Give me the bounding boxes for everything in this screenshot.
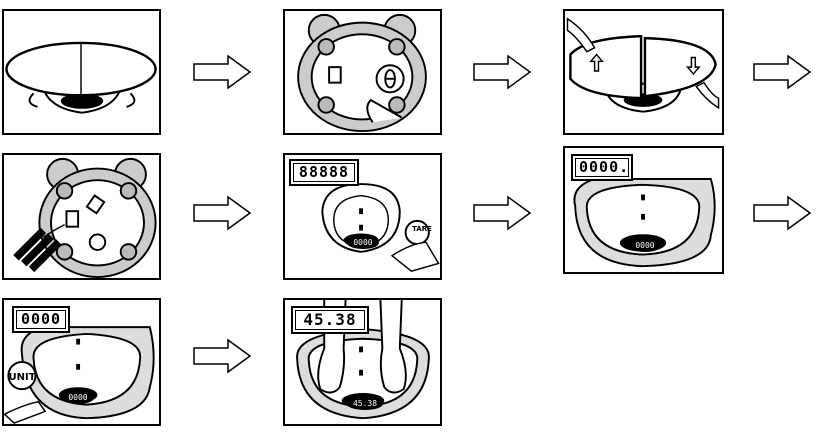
insert-batteries-illustration bbox=[13, 157, 157, 278]
scale-with-film-illustration bbox=[5, 41, 157, 114]
lcd-value: 45.38 bbox=[295, 310, 365, 330]
lcd-value: 88888 bbox=[293, 163, 355, 182]
step-3-panel bbox=[563, 9, 724, 135]
mini-lcd: 0000 bbox=[629, 240, 661, 252]
step-4-panel bbox=[2, 153, 161, 280]
arrow-icon bbox=[193, 338, 252, 374]
arrow-icon bbox=[753, 54, 812, 90]
step-1-panel bbox=[2, 9, 161, 135]
unit-button-label[interactable]: UNIT bbox=[8, 372, 36, 383]
mini-lcd: 45.38 bbox=[347, 398, 383, 410]
mini-lcd: 0000 bbox=[347, 237, 379, 249]
arrow-icon bbox=[193, 54, 252, 90]
arrow-icon bbox=[193, 195, 252, 231]
step-2-panel bbox=[283, 9, 442, 135]
lcd-display: 88888 bbox=[289, 159, 359, 186]
mini-lcd: 0000 bbox=[62, 392, 94, 404]
scale-bottom-open-compartment-illustration bbox=[297, 13, 427, 133]
weighing-with-feet-illustration bbox=[296, 300, 430, 420]
step-5-panel: 88888 0000 TARE bbox=[283, 153, 442, 280]
step-6-panel: 0000. 0000 bbox=[563, 146, 724, 274]
arrow-icon bbox=[473, 54, 532, 90]
tare-button-label[interactable]: TARE bbox=[412, 225, 432, 233]
lcd-display: 0000. bbox=[571, 154, 633, 181]
step-7-panel: 0000 0000 UNIT bbox=[2, 298, 161, 426]
arrow-icon bbox=[473, 195, 532, 231]
scale-top-unit-illustration bbox=[4, 326, 155, 424]
peel-film-illustration bbox=[566, 17, 720, 113]
step-8-panel: 45.38 45.38 bbox=[283, 298, 442, 426]
arrow-icon bbox=[753, 195, 812, 231]
lcd-value: 0000 bbox=[16, 310, 66, 329]
scale-top-zero-illustration bbox=[573, 178, 716, 268]
lcd-display: 45.38 bbox=[291, 306, 369, 334]
lcd-value: 0000. bbox=[575, 158, 629, 177]
lcd-display: 0000 bbox=[12, 306, 70, 333]
